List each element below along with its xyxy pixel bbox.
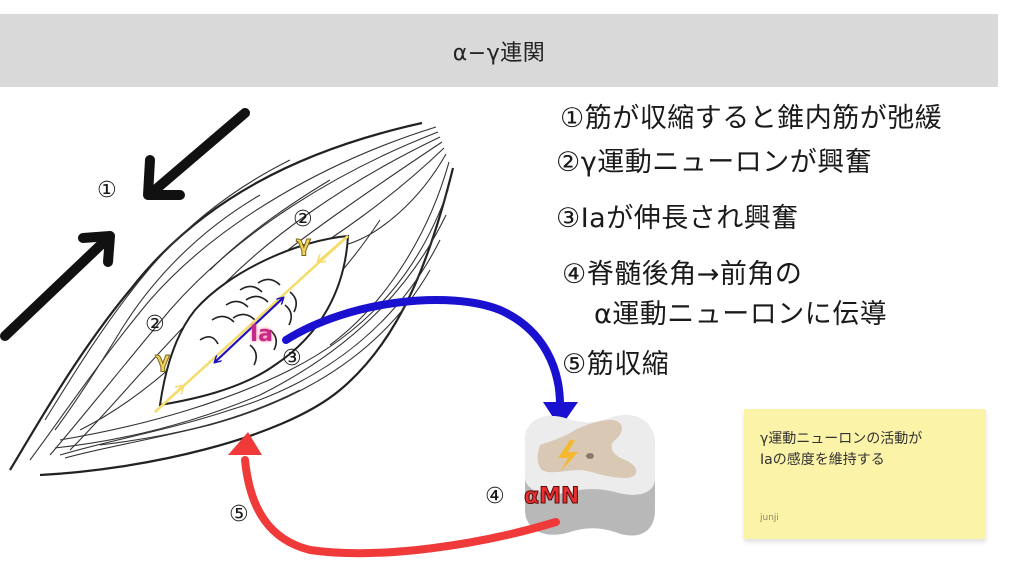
contraction-arrows <box>0 108 250 341</box>
step-2: ②γ運動ニューロンが興奮 <box>556 147 873 178</box>
step-4: ④脊髄後角→前角の <box>562 259 803 290</box>
spindle-coils <box>199 278 298 366</box>
gamma-fiber-line <box>154 235 349 413</box>
note-author: junji <box>760 513 779 523</box>
alpha-mn-label: αMN <box>523 484 580 510</box>
spinal-cord <box>525 415 655 536</box>
sticky-note: γ運動ニューロンの活動が Iaの感度を維持する junji <box>744 409 986 539</box>
ia-afferent-arrow <box>282 296 564 409</box>
muscle-outline <box>9 121 455 477</box>
marker-1: ① <box>97 178 117 203</box>
muscle-fibres <box>29 126 450 461</box>
page-title: α−γ連関 <box>452 40 546 66</box>
step-5: ⑤筋収縮 <box>562 349 670 380</box>
note-text: γ運動ニューロンの活動が Iaの感度を維持する <box>760 431 923 468</box>
lightning-icon <box>558 440 578 472</box>
marker-2-lower: ② <box>145 312 165 337</box>
step-4-cont: α運動ニューロンに伝導 <box>594 299 888 330</box>
marker-3: ③ <box>282 346 302 371</box>
step-3: ③Iaが伸長され興奮 <box>556 203 799 234</box>
gamma-label-upper: γ <box>296 232 312 258</box>
ia-label: Ia <box>250 322 274 347</box>
step-1: ①筋が収縮すると錐内筋が弛緩 <box>560 103 943 134</box>
motor-efferent-arrow <box>241 456 560 558</box>
marker-2-upper: ② <box>293 207 313 232</box>
marker-5: ⑤ <box>229 502 249 527</box>
gamma-label-lower: γ <box>155 348 171 374</box>
title-bar: α−γ連関 <box>0 14 998 87</box>
marker-4: ④ <box>485 484 505 509</box>
